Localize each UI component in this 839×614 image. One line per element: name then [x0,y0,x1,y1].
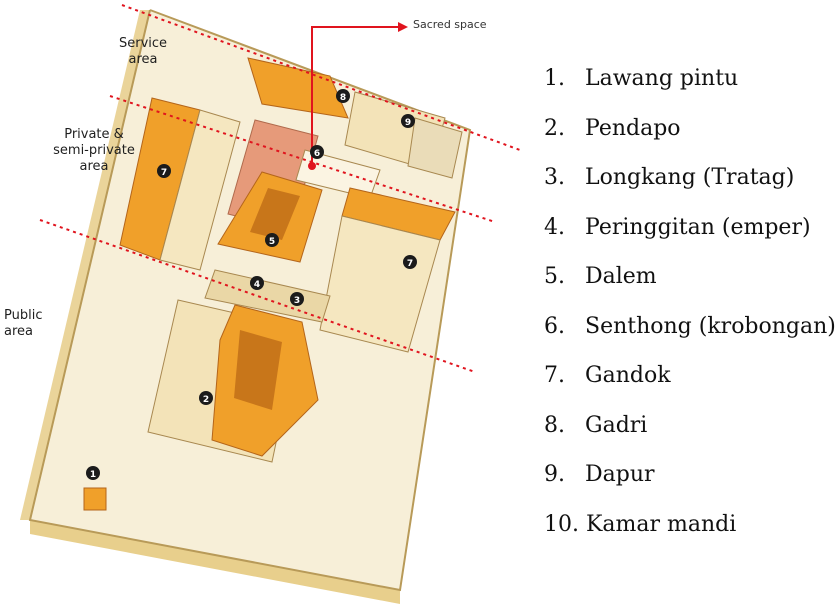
legend-item: 5. Dalem [544,262,836,312]
marker-9: 9 [401,114,415,128]
legend-number: 10. [544,511,579,537]
legend-number: 3. [544,165,565,190]
legend-number: 4. [544,214,565,240]
legend-label: Peringgitan (emper) [585,214,811,240]
legend-label: Pendapo [585,115,681,141]
sacred-space-dot [308,162,316,170]
legend-item: 6. Senthong (krobongan) [544,312,836,362]
svg-text:7: 7 [407,259,413,269]
legend-number: 1. [544,66,565,91]
compound-wall-front [30,520,400,604]
marker-7-right: 7 [403,255,417,269]
legend-label: Dapur [585,462,655,487]
zone-label-public: Public area [4,308,43,339]
svg-text:9: 9 [405,118,411,128]
legend-number: 2. [544,115,565,141]
entrance-gate [83,487,107,511]
compound-outline [28,9,472,592]
zone-label-private: Private & semi-private area [53,127,135,174]
legend-label: Gadri [585,412,648,438]
svg-text:5: 5 [269,237,275,247]
svg-text:8: 8 [340,93,346,103]
marker-6: 6 [310,145,324,159]
marker-3: 3 [290,292,304,306]
gadri-roof [247,57,349,119]
legend-item: 1. Lawang pintu [544,64,836,114]
legend-label: Longkang (Tratag) [585,165,795,190]
svg-text:7: 7 [161,168,167,178]
divider-private [109,95,496,223]
legend-item: 3. Longkang (Tratag) [544,163,836,213]
legend-list: 1. Lawang pintu 2. Pendapo 3. Longkang (… [544,64,836,559]
legend-label: Lawang pintu [585,66,739,91]
divider-service [121,4,521,151]
legend-item: 9. Dapur [544,460,836,510]
gandok-left-body [159,109,241,271]
legend-item: 7. Gandok [544,361,836,411]
legend-number: 5. [544,264,565,289]
pendapo-roof-ridge [234,330,282,410]
sacred-space-label: Sacred space [413,18,487,31]
legend-item: 2. Pendapo [544,114,836,164]
compound-wall-left [20,10,150,520]
legend-label: Gandok [585,363,671,388]
svg-text:4: 4 [254,280,260,290]
marker-4: 4 [250,276,264,290]
legend-label: Senthong (krobongan) [585,313,836,339]
dalem-roof-ridge [250,188,300,240]
sacred-space-leader [311,26,400,166]
legend-number: 6. [544,313,565,339]
marker-2: 2 [199,391,213,405]
marker-1: 1 [86,466,100,480]
sacred-space-arrowhead [398,22,408,32]
svg-text:6: 6 [314,149,320,159]
marker-8: 8 [336,89,350,103]
legend-label: Kamar mandi [586,511,737,537]
legend-item: 4. Peringgitan (emper) [544,213,836,263]
legend-number: 8. [544,412,565,438]
marker-7-left: 7 [157,164,171,178]
svg-text:3: 3 [294,296,300,306]
svg-text:2: 2 [203,395,209,405]
zone-label-service: Service area [118,36,168,67]
peringgitan-floor [204,269,331,323]
gandok-right-body [319,215,441,353]
legend-label: Dalem [585,264,657,289]
legend-number: 9. [544,462,565,487]
legend-item: 8. Gadri [544,411,836,461]
svg-text:1: 1 [90,470,96,480]
marker-5: 5 [265,233,279,247]
legend-number: 7. [544,363,565,388]
legend-item: 10. Kamar mandi [544,510,836,560]
kamar-mandi-building [407,117,463,179]
